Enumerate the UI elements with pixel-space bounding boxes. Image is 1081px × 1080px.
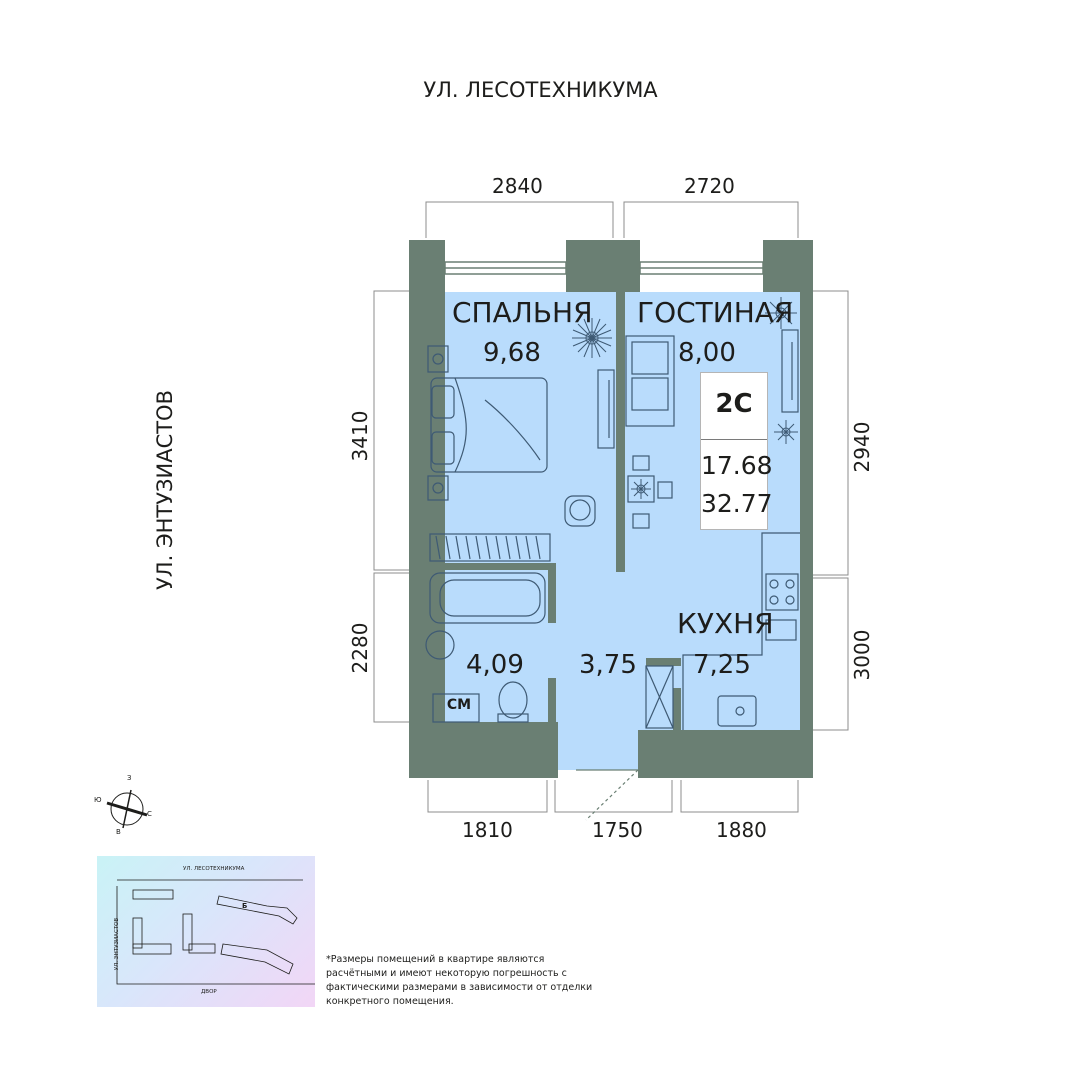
total-area-value: 32.77 xyxy=(701,489,773,518)
dim-top-right: 2720 xyxy=(684,174,735,198)
dim-bottom-left: 1810 xyxy=(462,818,513,842)
compass-north: С xyxy=(147,810,152,818)
compass-east: В xyxy=(116,828,121,836)
room-area-hall: 3,75 xyxy=(579,650,637,680)
apartment-type: 2С xyxy=(715,389,753,419)
dim-top-left: 2840 xyxy=(492,174,543,198)
washer-label: СМ xyxy=(446,697,472,713)
dimension-guides xyxy=(373,201,849,813)
furniture xyxy=(425,329,800,730)
room-area-living: 8,00 xyxy=(678,338,736,368)
entrance-door xyxy=(576,769,639,821)
living-area-value: 17.68 xyxy=(701,451,773,480)
site-plan-building-label: Б xyxy=(242,902,248,910)
apartment-info-badge: 2С 17.68 32.77 xyxy=(700,372,773,530)
dim-left-lower-text: 2280 xyxy=(348,622,372,674)
room-name-kitchen: КУХНЯ xyxy=(677,607,774,640)
plants xyxy=(572,297,798,499)
badge-divider xyxy=(701,439,767,440)
footnote: *Размеры помещений в квартире являются р… xyxy=(326,954,593,1007)
site-plan-buildings xyxy=(116,879,315,985)
dim-left-upper-text: 3410 xyxy=(348,410,372,462)
dim-right-upper-text: 2940 xyxy=(850,421,874,473)
dim-right-lower-text: 3000 xyxy=(850,629,874,681)
room-area-bathroom: 4,09 xyxy=(466,650,524,680)
site-plan-street-top: УЛ. ЛЕСОТЕХНИКУМА xyxy=(183,866,245,872)
street-name-top: УЛ. ЛЕСОТЕХНИКУМА xyxy=(423,78,658,102)
compass xyxy=(106,789,148,829)
room-area-bedroom: 9,68 xyxy=(483,338,541,368)
room-area-kitchen: 7,25 xyxy=(693,650,751,680)
dim-bottom-middle: 1750 xyxy=(592,818,643,842)
dim-bottom-right: 1880 xyxy=(716,818,767,842)
site-plan: УЛ. ЛЕСОТЕХНИКУМА УЛ. ЭНТУЗИАСТОВ ДВОР Б xyxy=(97,856,315,1007)
room-name-bedroom: СПАЛЬНЯ xyxy=(452,296,593,329)
compass-south: Ю xyxy=(94,796,102,804)
compass-west: З xyxy=(127,774,132,782)
windows xyxy=(444,261,764,275)
walls xyxy=(409,240,813,778)
room-name-living: ГОСТИНАЯ xyxy=(637,296,794,329)
site-plan-yard: ДВОР xyxy=(201,989,217,995)
street-name-left-text: УЛ. ЭНТУЗИАСТОВ xyxy=(153,390,177,590)
